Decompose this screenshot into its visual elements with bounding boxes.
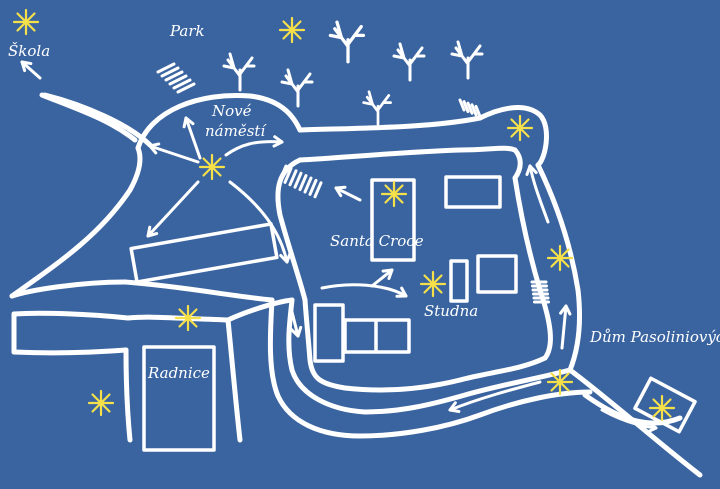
asterisk-star-icon (546, 368, 574, 396)
castle-north-road (477, 105, 549, 168)
main-street-south (11, 310, 131, 321)
arrow-icon (559, 304, 572, 350)
castle-wall-south (302, 297, 548, 393)
asterisk-star-icon (198, 153, 226, 181)
asterisk-star-icon (648, 394, 676, 422)
radnice-road-east (225, 317, 243, 443)
label-studna: Studna (424, 302, 479, 320)
label-dum-pasoliniovych: Dům Pasoliniových (590, 328, 720, 346)
arrow-icon (224, 135, 284, 157)
main-street-north (9, 279, 128, 299)
main-street-center-south (125, 314, 231, 323)
arrow-icon (182, 116, 202, 160)
building-castle-east (476, 254, 518, 294)
arrow-icon (334, 185, 362, 202)
label-skola: Škola (8, 42, 51, 60)
main-street-to-castle (225, 297, 295, 323)
building-castle-small (449, 259, 469, 303)
arrow-icon (20, 60, 42, 80)
bare-tree-icon (280, 68, 314, 108)
point-markers (12, 8, 676, 422)
asterisk-star-icon (419, 270, 447, 298)
bare-tree-icon (450, 40, 484, 80)
asterisk-star-icon (278, 16, 306, 44)
label-nove-namesti-2: náměstí (205, 122, 266, 140)
asterisk-star-icon (174, 304, 202, 332)
arrow-icon (228, 180, 292, 264)
bare-tree-icon (222, 52, 256, 92)
radnice-building (142, 345, 216, 452)
stairs-hatch-icon (530, 280, 550, 304)
arrow-icon (320, 283, 408, 298)
castle-wall-north (297, 145, 523, 181)
roads (9, 92, 703, 478)
park-edge-road (297, 115, 483, 133)
road-to-pasolini-inner (582, 392, 683, 426)
southern-outer-road (267, 297, 593, 439)
stairs-hatch-icon (156, 62, 196, 94)
building-south-west (313, 303, 345, 363)
road-west-lower (11, 347, 129, 356)
stairs (156, 62, 550, 304)
buildings (129, 175, 697, 452)
arrow-icon (146, 180, 200, 238)
southern-loop-road (286, 297, 573, 415)
label-santa-croce: Santa Croce (330, 232, 424, 250)
arrow-icon (600, 408, 658, 434)
label-park: Park (170, 22, 205, 40)
dum-pasoliniovych-building (633, 376, 697, 434)
asterisk-star-icon (12, 8, 40, 36)
stairs-hatch-icon (278, 164, 323, 199)
main-street-center (122, 279, 275, 303)
asterisk-star-icon (546, 244, 574, 272)
asterisk-star-icon (380, 180, 408, 208)
road-to-skola-lower (9, 145, 143, 299)
stairs-hatch-icon (458, 98, 482, 118)
bare-tree-icon (362, 90, 392, 126)
park-trees (222, 20, 484, 126)
arrow-icon (148, 142, 200, 164)
bare-tree-icon (328, 20, 366, 64)
arrow-icon (525, 164, 550, 224)
santa-croce-building (370, 178, 416, 262)
label-nove-namesti-1: Nové (212, 102, 252, 120)
arrow-icon (370, 268, 394, 288)
bare-tree-icon (392, 42, 426, 82)
building-west-long (129, 222, 279, 284)
road-west-vertical (123, 347, 133, 443)
arrow-icon (448, 380, 542, 414)
direction-arrows (20, 60, 658, 434)
castle-east-road (535, 162, 583, 373)
building-castle-north (444, 175, 502, 209)
asterisk-star-icon (87, 389, 115, 417)
arrow-icon (290, 310, 303, 338)
asterisk-star-icon (506, 114, 534, 142)
label-radnice: Radnice (148, 364, 210, 382)
square-outer-loop (135, 92, 303, 151)
